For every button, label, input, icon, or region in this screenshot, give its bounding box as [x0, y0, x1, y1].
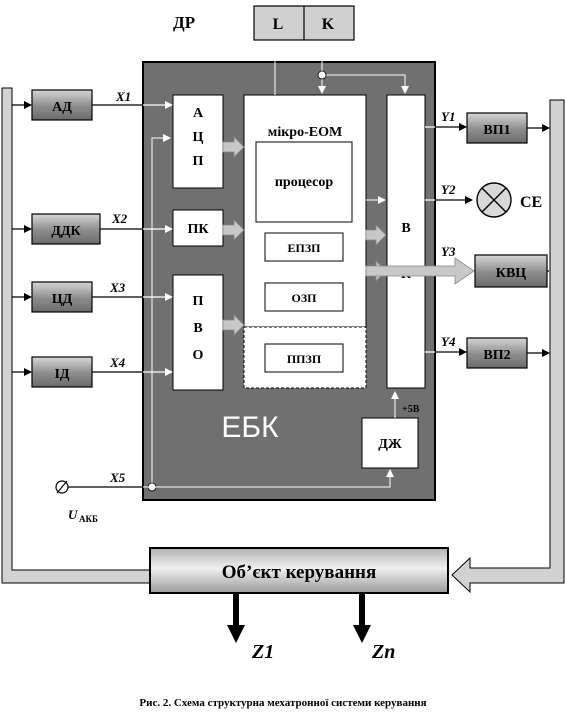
actuator-vp2-label: ВП2: [483, 348, 510, 363]
control-object-label: Об’єкт керування: [222, 562, 377, 583]
dr-label: ДР: [173, 13, 195, 32]
pk-label: ПК: [187, 222, 209, 237]
signal-y2: Y2: [441, 182, 456, 197]
dzh-label: ДЖ: [378, 437, 402, 452]
sensor-cd: ЦД: [31, 281, 93, 313]
indicator-lamp-ce: СЕ: [476, 182, 542, 218]
actuator-kvc-label: КВЦ: [496, 266, 526, 281]
output-zn: Zn: [353, 593, 395, 663]
signal-y4: Y4: [441, 334, 456, 349]
output-z1: Z1: [227, 593, 274, 663]
pprom-label: ППЗП: [287, 352, 322, 366]
pvo-block: [172, 274, 224, 391]
eprom-block: [264, 232, 344, 262]
vk-letter-1: В: [401, 221, 410, 236]
adc-letter-3: П: [193, 154, 204, 169]
adc-letter-1: А: [193, 106, 204, 121]
lk-l-label: L: [273, 16, 284, 33]
output-z1-label: Z1: [251, 641, 274, 663]
adc-block: [172, 94, 224, 189]
pvo-letter-1: П: [193, 294, 204, 309]
signal-x4: X4: [109, 355, 126, 370]
vk-block: [386, 94, 426, 389]
dzh-block: [361, 417, 419, 469]
plus5-label: +5В: [402, 404, 420, 415]
actuator-kvc: КВЦ: [474, 254, 548, 288]
sensor-id: ІД: [31, 356, 93, 388]
signal-y3: Y3: [441, 244, 456, 259]
actuator-vp2: ВП2: [466, 337, 528, 369]
sensor-id-label: ІД: [54, 367, 69, 382]
output-zn-label: Zn: [371, 641, 395, 663]
processor-label: процесор: [275, 175, 334, 190]
signal-x3: X3: [109, 280, 126, 295]
battery-label: U: [68, 507, 78, 522]
signal-x5: X5: [109, 470, 126, 485]
figure-caption: Рис. 2. Схема структурна мехатронної сис…: [139, 697, 427, 709]
sensor-ad-label: АД: [52, 100, 72, 115]
sensor-ddk: ДДК: [31, 213, 101, 245]
processor-block: [255, 141, 353, 223]
sensor-ddk-label: ДДК: [51, 224, 81, 239]
actuator-vp1: ВП1: [466, 112, 528, 144]
right-feedback-bus: [451, 99, 565, 594]
ebk-label: ЕБК: [221, 411, 279, 444]
eprom-label: ЕПЗП: [287, 241, 321, 255]
ram-label: ОЗП: [291, 291, 317, 305]
micro-eom-label: мікро-ЕОМ: [268, 125, 342, 140]
pprom-block: [264, 343, 344, 373]
signal-x1: X1: [115, 89, 131, 104]
battery-sub-label: АКБ: [79, 514, 98, 524]
adc-letter-2: Ц: [193, 130, 204, 145]
lk-k-label: K: [322, 16, 335, 33]
control-object: [149, 547, 449, 594]
sensor-cd-label: ЦД: [52, 292, 73, 307]
y3-arrow: [365, 257, 475, 285]
sensor-ad: АД: [31, 89, 93, 121]
pvo-letter-2: В: [193, 321, 202, 336]
lamp-label: СЕ: [520, 194, 542, 211]
signal-x2: X2: [111, 211, 128, 226]
pvo-letter-3: О: [193, 348, 204, 363]
signal-y1: Y1: [441, 109, 455, 124]
actuator-vp1-label: ВП1: [483, 123, 510, 138]
ram-block: [264, 282, 344, 312]
